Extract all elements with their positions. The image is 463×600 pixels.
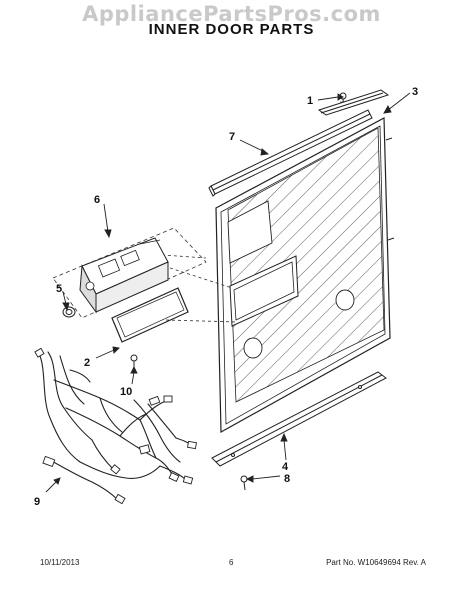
inner-door-panel	[215, 117, 395, 434]
bottom-screw	[240, 475, 248, 491]
watermark: AppliancePartsPros.com	[82, 2, 381, 26]
callout-6: 6	[94, 194, 100, 206]
wire-harness	[39, 351, 193, 501]
callout-8: 8	[284, 473, 290, 485]
door-side-trim	[208, 109, 373, 197]
callout-3: 3	[412, 86, 418, 98]
dispenser-gasket	[111, 287, 189, 343]
harness-connectors	[34, 347, 197, 505]
callout-10: 10	[120, 386, 132, 398]
footer-page-number: 6	[229, 558, 234, 567]
callout-5: 5	[56, 283, 62, 295]
callout-leader-lines	[45, 92, 411, 493]
callout-7: 7	[229, 131, 235, 143]
callout-9: 9	[34, 496, 40, 508]
callout-1: 1	[307, 95, 313, 107]
callout-4: 4	[282, 461, 289, 473]
top-door-rail	[317, 89, 390, 116]
bottom-door-rail	[211, 371, 387, 467]
dispenser-knob	[62, 306, 76, 318]
detergent-dispenser	[52, 227, 207, 319]
footer-date: 10/11/2013	[40, 558, 80, 567]
callout-labels: 1 3 7 6 5 2 10 4 8 9	[34, 86, 418, 508]
callout-2: 2	[84, 357, 90, 369]
footer-part-number: Part No. W10649694 Rev. A	[326, 558, 426, 567]
diagram-title: INNER DOOR PARTS	[148, 21, 315, 38]
